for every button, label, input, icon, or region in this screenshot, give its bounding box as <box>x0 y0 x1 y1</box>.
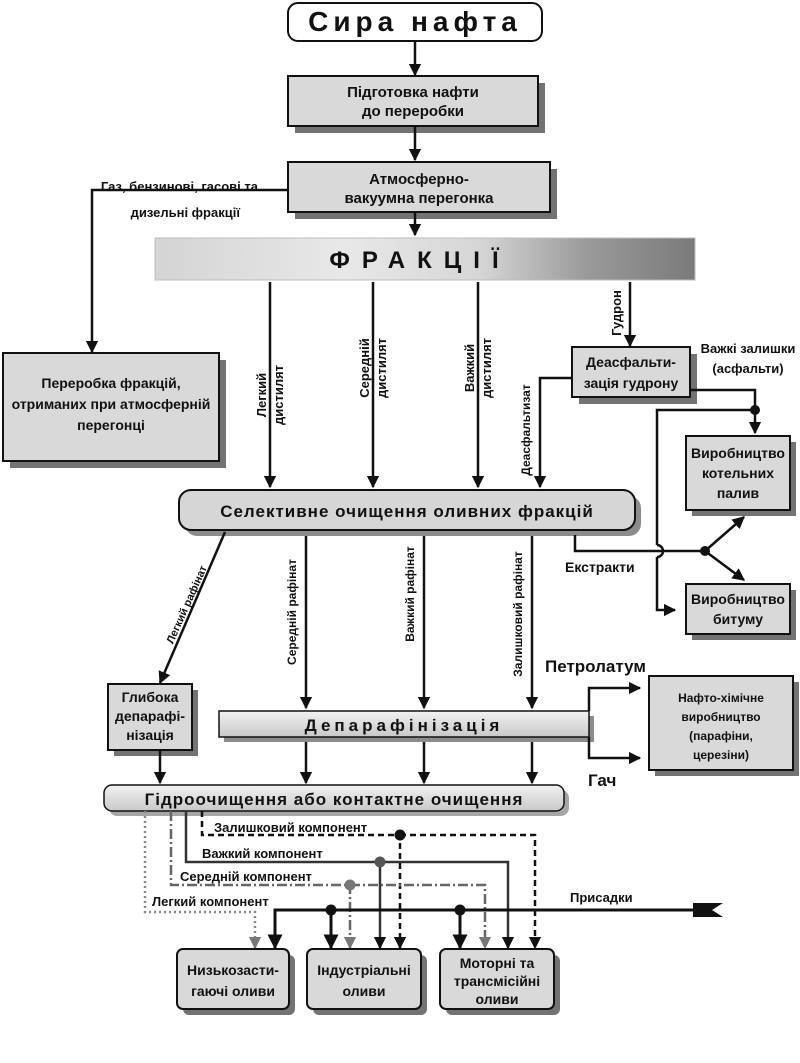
deasphaltizate-label: Деасфальтизат <box>519 384 533 476</box>
low-freeze-oils-node: Низькозасти- гаючі оливи <box>176 948 295 1015</box>
deasphalting-line-2: зація гудрону <box>584 375 679 391</box>
motor-line-1: Моторні та <box>460 955 535 971</box>
fractions-title: ФРАКЦІЇ <box>329 247 510 274</box>
processing-node: Переробка фракцій, отриманих при атмосфе… <box>2 352 226 468</box>
deasphalting-line-1: Деасфальти- <box>586 354 676 370</box>
deep-dewaxing-node: Глибока депарафі- нізація <box>107 683 198 756</box>
heavy-residues-label-1: Важкі залишки <box>701 341 796 356</box>
boiler-fuels-line-2: котельних <box>702 465 774 481</box>
deep-dewax-line-1: Глибока <box>122 689 179 705</box>
medium-component-label: Середній компонент <box>180 869 312 884</box>
deep-dewax-line-3: нізація <box>126 727 174 743</box>
industrial-line-2: оливи <box>343 983 386 999</box>
bitumen-line-1: Виробництво <box>691 591 785 607</box>
additives-label: Присадки <box>570 890 633 905</box>
petrolatum-label: Петролатум <box>545 657 646 676</box>
deep-dewax-line-2: депарафі- <box>115 708 185 724</box>
residual-raffinate-label: Залишковий рафінат <box>511 551 525 677</box>
extracts-label: Екстракти <box>565 559 635 575</box>
gas-fractions-label-2: дизельні фракції <box>131 205 241 220</box>
selective-purification-node: Селективне очищення оливних фракцій <box>178 489 641 536</box>
heavy-distillate-label-2: дистилят <box>479 338 494 398</box>
preparation-line-1: Підготовка нафти <box>347 84 479 101</box>
distillation-line-2: вакуумна перегонка <box>344 190 494 207</box>
light-distillate-label-1: Легкий <box>254 373 269 417</box>
heavy-raffinate-label: Важкий рафінат <box>403 546 417 642</box>
slack-wax-label: Гач <box>588 771 616 790</box>
light-distillate-label-2: дистилят <box>271 365 286 425</box>
petrochem-line-1: Нафто-хімічне <box>678 691 764 705</box>
hydrotreating-node: Гідроочищення або контактне очищення <box>103 784 569 816</box>
low-freeze-line-1: Низькозасти- <box>187 962 279 978</box>
crude-oil-node: Сира нафта <box>287 2 543 42</box>
hydro-title: Гідроочищення або контактне очищення <box>145 790 524 809</box>
dewaxing-node: Депарафінізація <box>218 710 594 742</box>
processing-line-2: отриманих при атмосферній <box>12 396 211 412</box>
light-raffinate-label: Легкий рафінат <box>165 563 210 645</box>
petrochem-line-4: церезіни) <box>693 748 749 762</box>
motor-oils-node: Моторні та трансмісійні оливи <box>439 948 560 1015</box>
industrial-oils-node: Індустріальні оливи <box>306 948 427 1015</box>
distillation-node: Атмосферно- вакуумна перегонка <box>287 161 557 219</box>
deasphalting-node: Деасфальти- зація гудрону <box>571 346 697 404</box>
motor-line-3: оливи <box>476 991 519 1007</box>
bitumen-line-2: битуму <box>713 611 763 627</box>
motor-line-2: трансмісійні <box>454 973 540 989</box>
medium-distillate-label-1: Середній <box>357 338 372 398</box>
heavy-residues-label-2: (асфальти) <box>712 361 783 376</box>
low-freeze-line-2: гаючі оливи <box>191 983 275 999</box>
petrochem-line-3: (парафіни, <box>689 729 753 743</box>
residual-component-label: Залишковий компонент <box>214 820 367 835</box>
selective-title: Селективне очищення оливних фракцій <box>220 502 594 521</box>
crude-oil-title: Сира нафта <box>308 6 522 37</box>
dewaxing-title: Депарафінізація <box>305 716 504 735</box>
medium-distillate-label-2: дистилят <box>374 338 389 398</box>
industrial-line-1: Індустріальні <box>317 962 411 978</box>
boiler-fuels-line-1: Виробництво <box>691 445 785 461</box>
preparation-line-2: до переробки <box>362 103 464 120</box>
light-component-label: Легкий компонент <box>152 894 269 909</box>
petrochemical-node: Нафто-хімічне виробництво (парафіни, цер… <box>648 675 799 776</box>
medium-raffinate-label: Середній рафінат <box>285 559 299 665</box>
boiler-fuels-node: Виробництво котельних палив <box>685 435 796 516</box>
heavy-distillate-label-1: Важкий <box>462 344 477 392</box>
fractions-bar: ФРАКЦІЇ <box>154 237 696 281</box>
gudron-label: Гудрон <box>609 290 624 336</box>
boiler-fuels-line-3: палив <box>717 485 760 501</box>
processing-line-3: перегонці <box>77 417 145 433</box>
preparation-node: Підготовка нафти до переробки <box>287 75 545 133</box>
distillation-line-1: Атмосферно- <box>369 171 469 188</box>
heavy-component-label: Важкий компонент <box>202 846 323 861</box>
bitumen-node: Виробництво битуму <box>685 583 796 640</box>
processing-line-1: Переробка фракцій, <box>41 375 180 391</box>
petrochem-line-2: виробництво <box>681 710 760 724</box>
gas-fractions-label-1: Газ, бензинові, гасові та <box>101 179 259 194</box>
